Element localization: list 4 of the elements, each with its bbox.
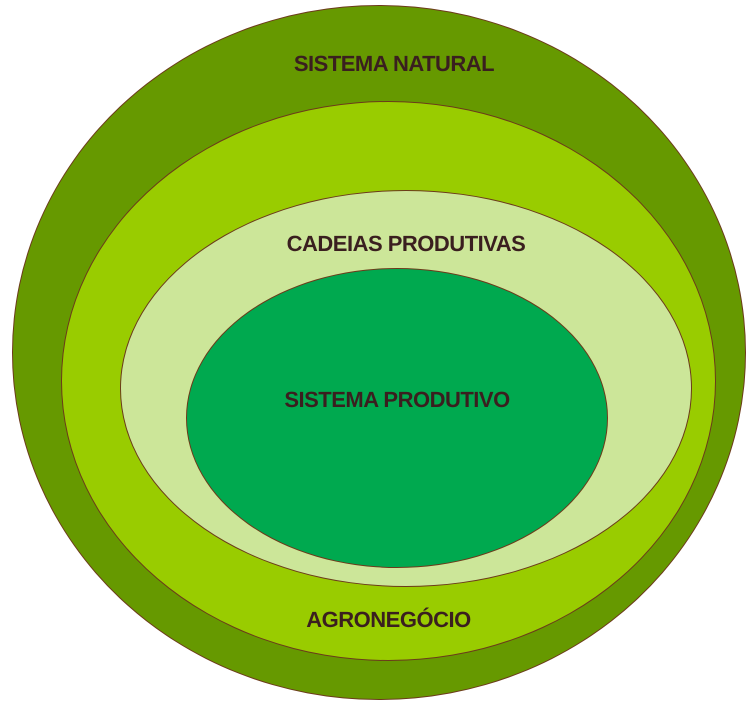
region-label: SISTEMA NATURAL — [294, 51, 494, 77]
region-label: AGRONEGÓCIO — [306, 607, 471, 633]
region-label: SISTEMA PRODUTIVO — [284, 387, 510, 413]
region-label: CADEIAS PRODUTIVAS — [286, 231, 526, 257]
